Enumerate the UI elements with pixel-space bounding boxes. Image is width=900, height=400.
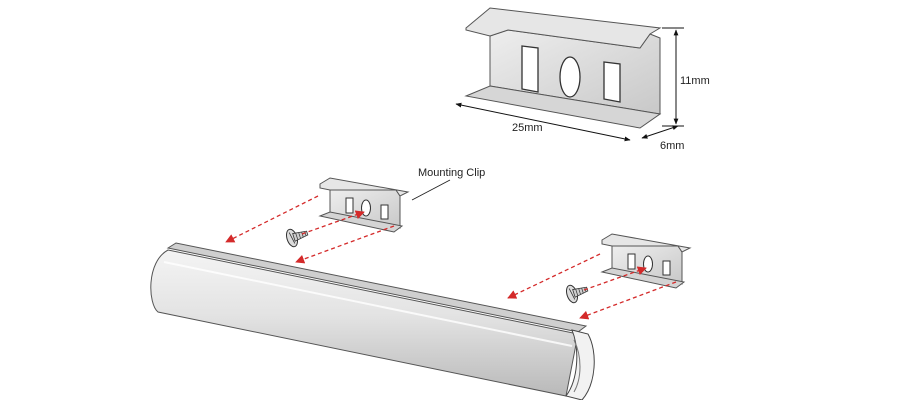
guide-arrow-clip1-to-screw-line [295, 225, 395, 264]
profile-body [150, 249, 579, 397]
guide-arrows [225, 195, 677, 320]
guide-arrow-clip2-to-profile [507, 253, 601, 299]
mounting-clip-2 [600, 233, 692, 289]
clip2-bottom-flange [600, 267, 686, 289]
guide-arrow-screw2-to-clip2 [583, 266, 647, 291]
clip1-top-lip [319, 177, 410, 197]
screw-icon [565, 284, 589, 304]
guide-arrow-screw1-to-clip1 [301, 210, 365, 235]
profile-end-cap-inner [573, 339, 581, 393]
clip1-bottom-flange [318, 211, 404, 233]
large-mounting-clip: 11mm 25mm 6mm [455, 7, 710, 152]
mounting-clip-leader [411, 179, 451, 201]
clip1-slot-center [361, 199, 371, 217]
clip1-slot-right [380, 204, 389, 220]
mounting-clip-callout: Mounting Clip [411, 167, 485, 201]
dim-height-label: 11mm [680, 75, 710, 87]
guide-arrow-clip1-to-profile [225, 195, 319, 243]
dim-depth-label: 6mm [660, 140, 684, 152]
dim-depth-line [641, 125, 679, 139]
mounting-clip-1 [318, 177, 410, 233]
clip2-slot-center [643, 255, 653, 273]
screw-icon [285, 228, 309, 248]
clip-slot-center [559, 56, 581, 98]
dim-length-label: 25mm [512, 122, 543, 134]
clip-top-lip [465, 7, 662, 49]
mounting-clip-label: Mounting Clip [418, 167, 485, 179]
guide-arrow-clip2-to-screw-line [579, 281, 677, 320]
clip2-top-lip [601, 233, 692, 253]
clip1-slot-left [345, 197, 354, 214]
profile-highlight [163, 261, 573, 347]
led-profile [150, 242, 595, 400]
clip-slot-right [603, 61, 621, 103]
clip2-slot-right [662, 260, 671, 276]
clip2-slot-left [627, 253, 636, 270]
clip-slot-left [521, 45, 539, 93]
dim-length-line [455, 102, 631, 142]
profile-top-rail [166, 242, 588, 333]
